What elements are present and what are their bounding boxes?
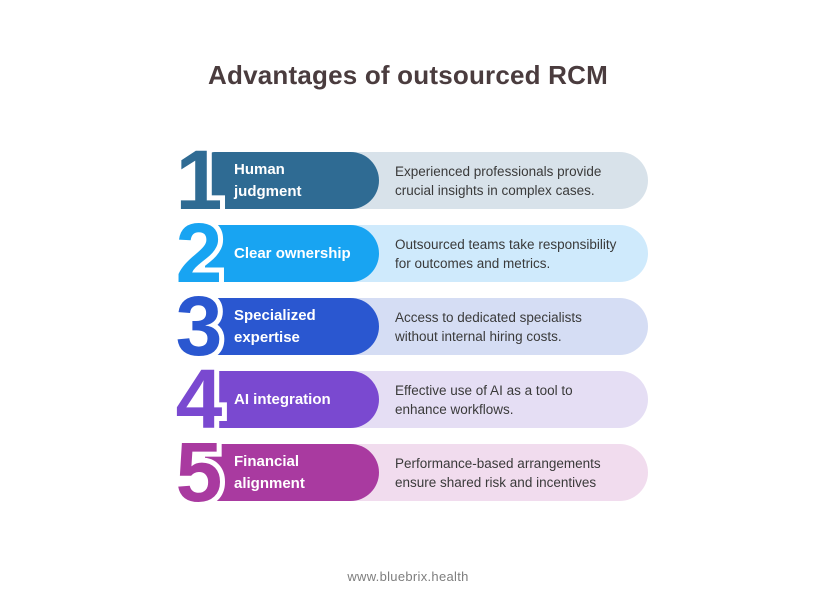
advantage-description: Outsourced teams take responsibility for…: [395, 236, 617, 271]
step-number-text: 5: [175, 424, 223, 519]
advantage-row-1: Human judgment 1 1 Experienced professio…: [168, 133, 648, 226]
step-number-text: 4: [175, 351, 223, 446]
advantage-label: Human judgment: [234, 160, 302, 200]
label-pill: Human judgment: [205, 152, 379, 209]
advantage-label: Financial alignment: [234, 452, 305, 492]
step-number: 3 3: [168, 278, 230, 373]
step-number-outline: 5: [171, 424, 228, 519]
label-pill: Financial alignment: [205, 444, 379, 501]
step-number: 1 1: [168, 132, 230, 227]
step-number-outline: 1: [171, 132, 228, 227]
label-pill: Specialized expertise: [205, 298, 379, 355]
step-number-text: 3: [175, 278, 223, 373]
step-number: 4 4: [168, 351, 230, 446]
advantage-description: Performance-based arrangements ensure sh…: [395, 455, 601, 490]
step-number: 5 5: [168, 424, 230, 519]
advantages-list: Human judgment 1 1 Experienced professio…: [168, 133, 648, 518]
advantage-row-2: Clear ownership 2 2 Outsourced teams tak…: [168, 206, 648, 299]
advantage-row-3: Specialized expertise 3 3 Access to dedi…: [168, 279, 648, 372]
advantage-label: Specialized expertise: [234, 306, 316, 346]
advantage-label: Clear ownership: [234, 244, 351, 262]
footer-url: www.bluebrix.health: [347, 569, 469, 584]
advantage-label: AI integration: [234, 390, 331, 408]
advantage-row-4: AI integration 4 4 Effective use of AI a…: [168, 352, 648, 445]
step-number-outline: 4: [171, 351, 228, 446]
advantage-description: Experienced professionals provide crucia…: [395, 163, 602, 198]
advantage-row-5: Financial alignment 5 5 Performance-base…: [168, 425, 648, 518]
step-number: 2 2: [168, 205, 230, 300]
advantage-description: Access to dedicated specialists without …: [395, 309, 582, 344]
label-pill: AI integration: [205, 371, 379, 428]
step-number-outline: 3: [171, 278, 228, 373]
advantage-description: Effective use of AI as a tool to enhance…: [395, 382, 573, 417]
step-number-outline: 2: [171, 205, 228, 300]
step-number-text: 1: [175, 132, 223, 227]
page-title: Advantages of outsourced RCM: [208, 60, 608, 90]
step-number-text: 2: [175, 205, 223, 300]
label-pill: Clear ownership: [205, 225, 379, 282]
